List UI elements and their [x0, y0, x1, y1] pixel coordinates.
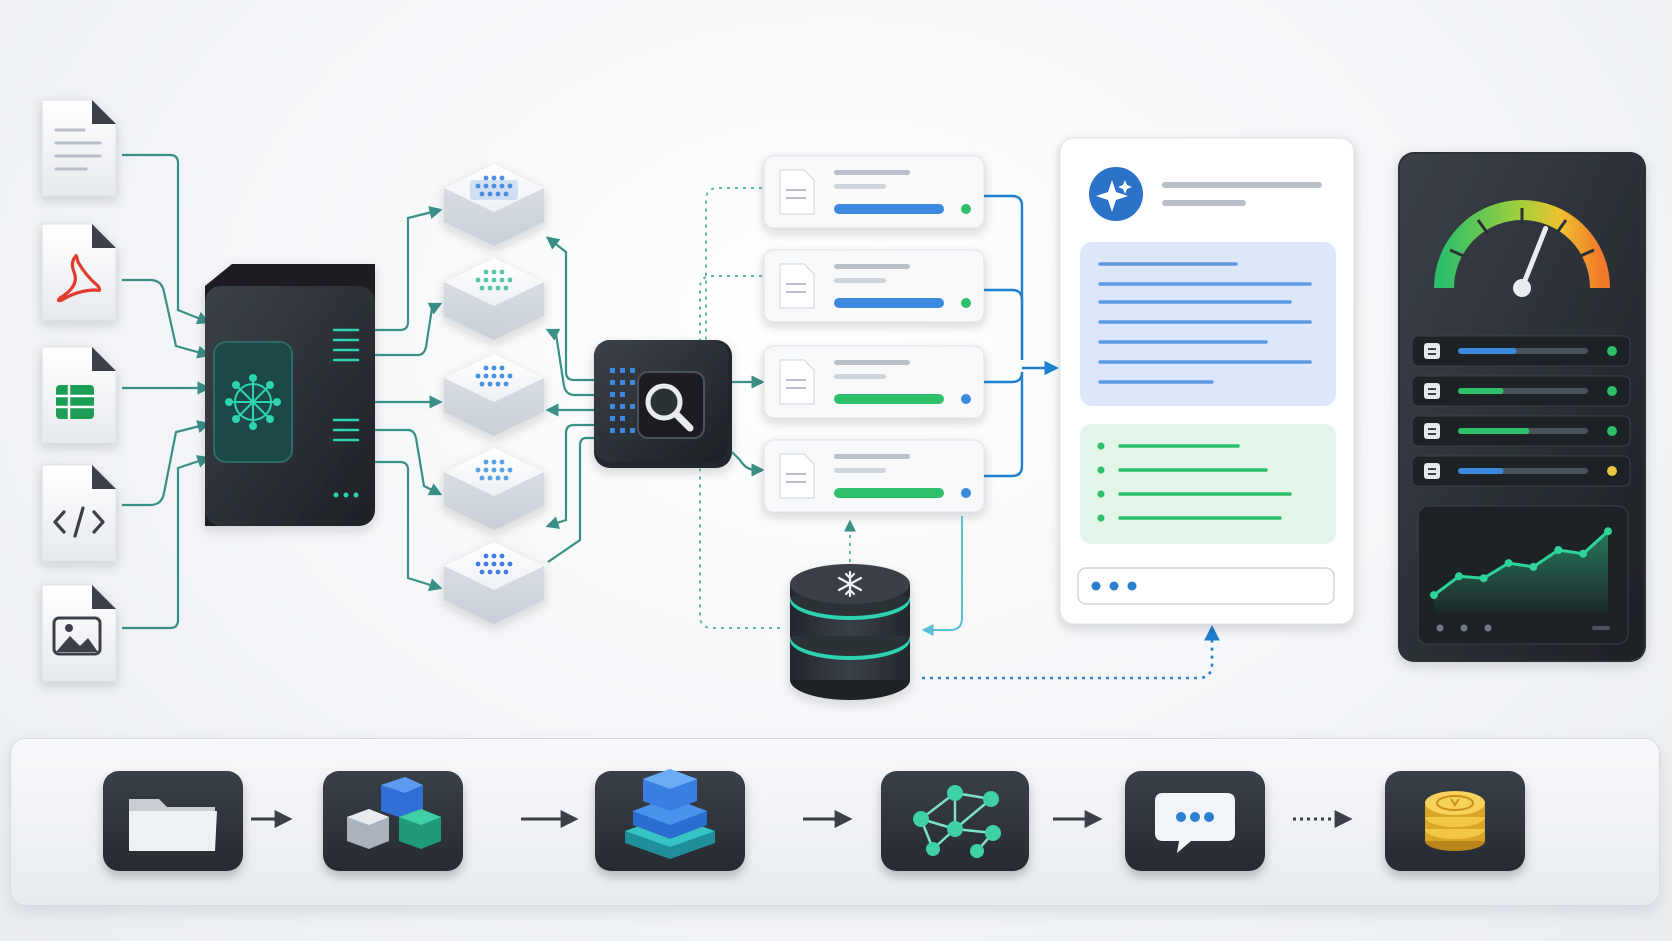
folder-icon [129, 799, 217, 851]
source-documents [41, 99, 117, 682]
code-file[interactable] [41, 464, 117, 562]
pdf-icon [56, 254, 102, 303]
result-cards [763, 155, 985, 513]
trend-point [1579, 549, 1588, 558]
graph-icon [913, 785, 1001, 858]
document-icon [54, 128, 102, 171]
chunk-cube[interactable] [444, 448, 544, 530]
meter-row [1411, 455, 1631, 487]
pipeline-step-chat[interactable] [1125, 771, 1265, 871]
cubes-icon [347, 777, 441, 849]
layers-icon [625, 769, 715, 859]
trend-point [1479, 574, 1488, 583]
neural-network-icon [225, 374, 281, 430]
pipeline-arrow [249, 809, 299, 834]
meter-rows [1411, 335, 1631, 487]
sparkle-icon [1096, 180, 1132, 212]
search-connectors [545, 236, 594, 563]
processing-server[interactable] [205, 264, 375, 526]
snowflake-icon [837, 570, 863, 598]
chat-icon [1155, 793, 1235, 853]
metrics-dashboard [1398, 152, 1646, 662]
typing-dots [1091, 581, 1137, 591]
chunk-cube[interactable] [444, 542, 544, 624]
pipeline-arrow [1291, 809, 1357, 834]
trend-point [1454, 572, 1463, 581]
chat-input[interactable] [1077, 567, 1335, 605]
pipeline-arrow [519, 809, 583, 834]
magnifier-icon [645, 383, 694, 432]
answer-list-block [1080, 424, 1336, 544]
meter-fill [1458, 348, 1517, 354]
spreadsheet-icon [56, 385, 94, 419]
meter-icon [1424, 463, 1440, 479]
image-file[interactable] [41, 584, 117, 682]
result-card[interactable] [763, 155, 985, 229]
pipeline-step-layers[interactable] [595, 769, 745, 871]
spreadsheet[interactable] [41, 346, 117, 444]
answer-panel [1059, 137, 1355, 625]
trend-chart [1417, 505, 1629, 645]
meter-icon [1424, 383, 1440, 399]
coins-icon [1425, 791, 1485, 851]
cache-connectors [699, 468, 1220, 680]
result-card[interactable] [763, 249, 985, 323]
pipeline-step-graph[interactable] [881, 771, 1029, 871]
chunk-cubes [444, 164, 544, 624]
trend-point [1604, 527, 1612, 536]
meter-row [1411, 375, 1631, 407]
meter-icon [1424, 423, 1440, 439]
source-connectors [122, 153, 211, 630]
pipeline-step-folder[interactable] [103, 771, 243, 871]
pipeline-arrow [801, 809, 857, 834]
meter-icon [1424, 343, 1440, 359]
search-node[interactable] [594, 340, 732, 468]
trend-line [1433, 530, 1610, 597]
meter-status-dot [1607, 466, 1617, 476]
pipeline-bar [10, 738, 1660, 906]
result-card[interactable] [763, 439, 985, 513]
answer-text-block [1080, 242, 1336, 406]
result-connectors [699, 187, 765, 477]
meter-status-dot [1607, 386, 1617, 396]
meter-row [1411, 335, 1631, 367]
server-vents [332, 328, 360, 442]
pipeline-step-blocks[interactable] [323, 771, 463, 871]
chunk-connectors [375, 206, 443, 592]
code-icon [53, 506, 105, 538]
pipeline-arrow [1051, 809, 1107, 834]
meter-fill [1458, 428, 1530, 434]
meter-status-dot [1607, 426, 1617, 436]
meter-fill [1458, 388, 1504, 394]
result-card[interactable] [763, 345, 985, 419]
chunk-cube[interactable] [444, 354, 544, 436]
gauge-needle [1519, 226, 1549, 291]
assistant-avatar [1089, 167, 1143, 221]
pdf-document[interactable] [41, 223, 117, 321]
pipeline-step-coins[interactable] [1385, 771, 1525, 871]
image-icon [52, 616, 102, 656]
text-document[interactable] [41, 99, 117, 197]
trend-point [1504, 559, 1513, 568]
trend-point [1529, 562, 1538, 571]
chunk-cube[interactable] [444, 258, 544, 340]
meter-fill [1458, 468, 1504, 474]
trend-point [1554, 546, 1563, 554]
answer-connectors [984, 194, 1059, 478]
chunk-cube[interactable] [444, 164, 544, 246]
meter-status-dot [1607, 346, 1617, 356]
cache-database[interactable] [790, 564, 910, 700]
trend-points [1430, 527, 1612, 600]
trend-point [1430, 591, 1438, 600]
gauge [1434, 200, 1610, 297]
meter-row [1411, 415, 1631, 447]
